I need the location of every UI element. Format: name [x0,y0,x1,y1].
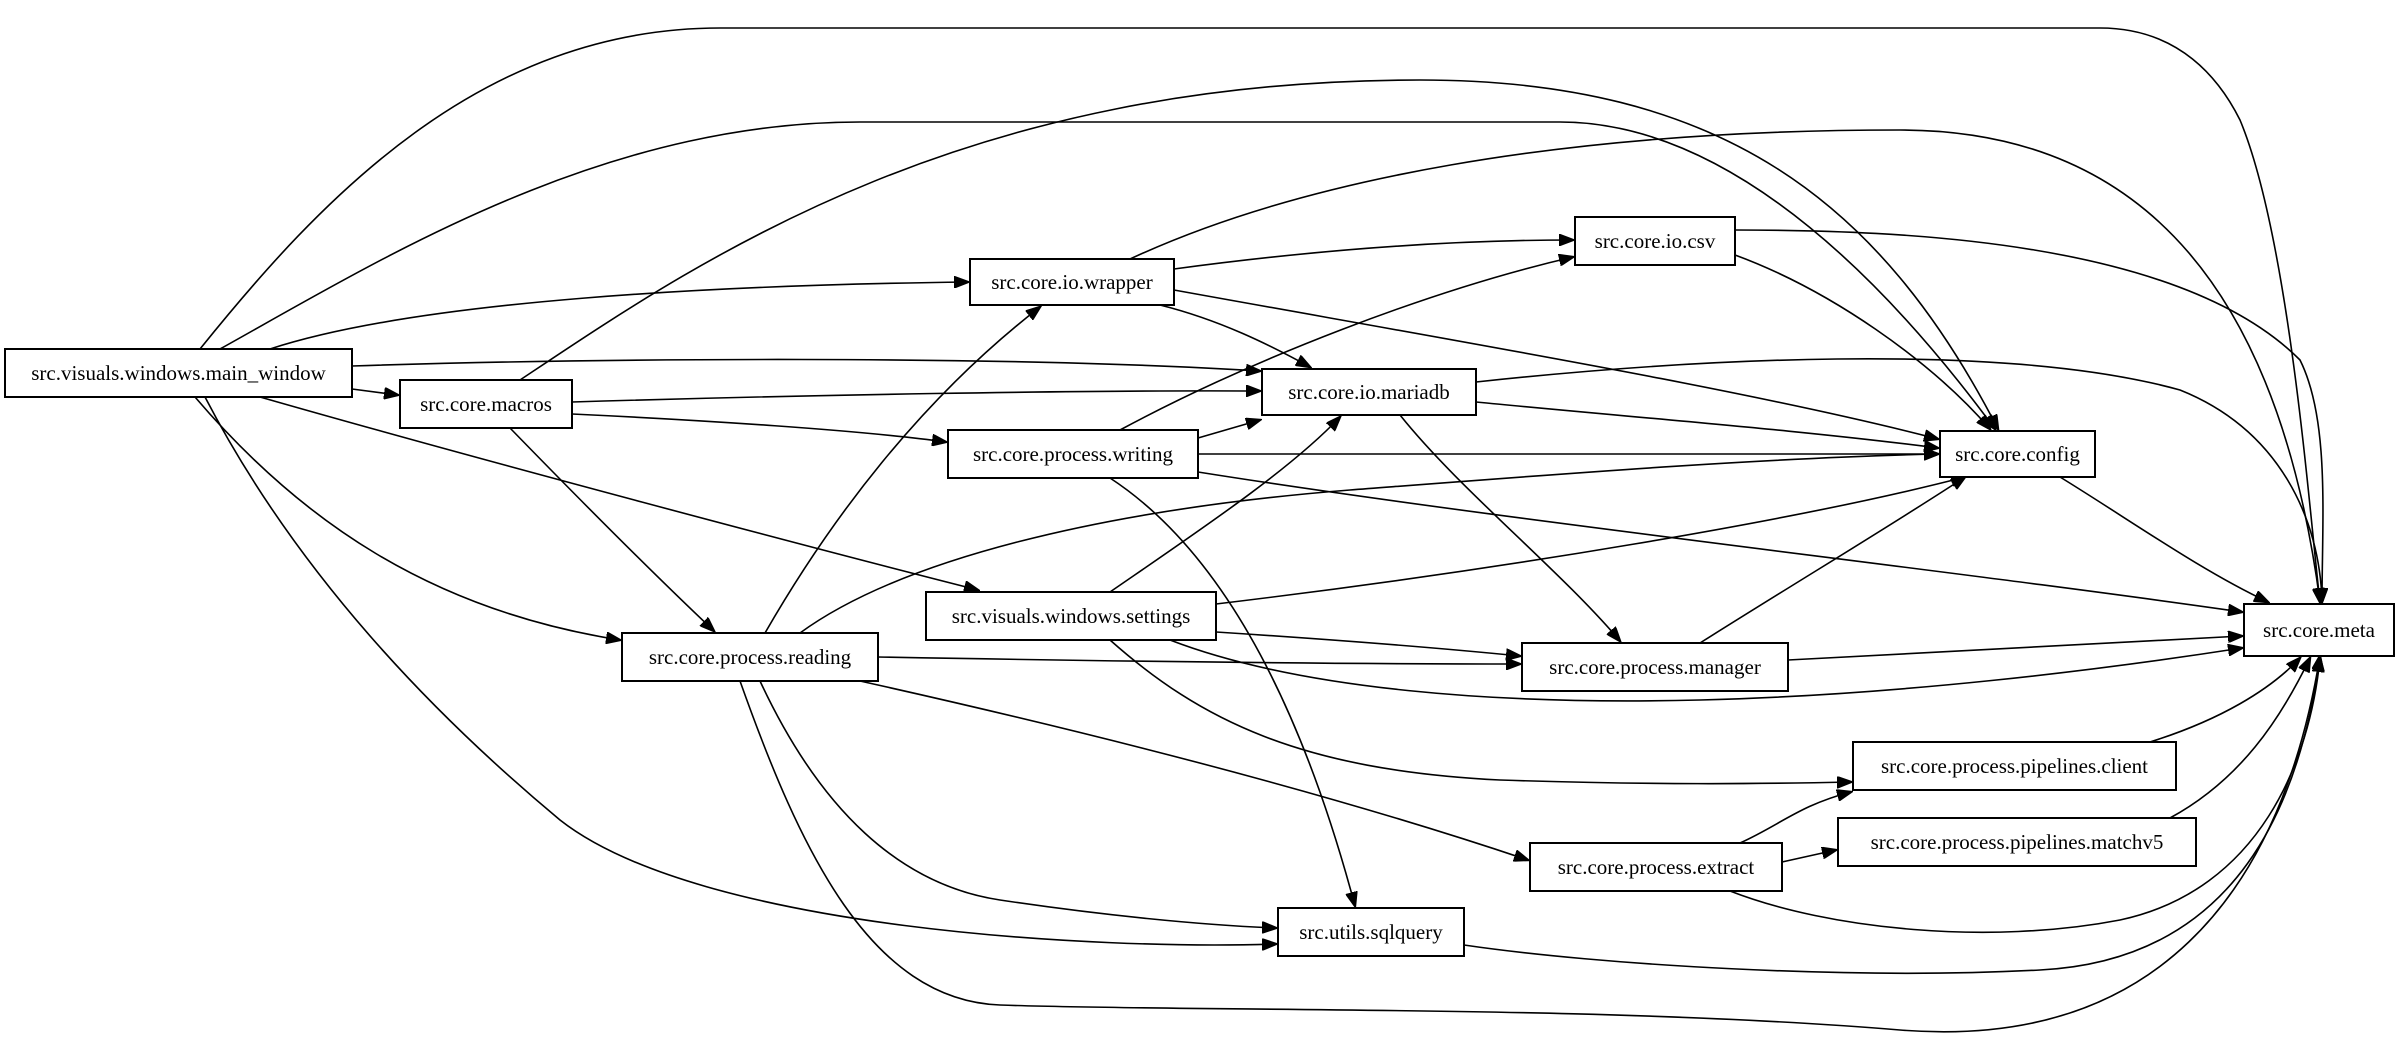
node-mariadb: src.core.io.mariadb [1261,368,1477,416]
edge-manager-to-config [1699,477,1965,644]
edge-main_window-to-macros [351,389,398,395]
node-box [1261,368,1477,416]
edge-settings-to-config [1215,477,1965,605]
edge-reading-to-sqlquery [759,680,1276,928]
edge-settings-to-manager [1215,631,1520,656]
edge-macros-to-mariadb [571,391,1260,403]
node-box [4,348,353,398]
node-box [925,591,1217,641]
node-settings: src.visuals.windows.settings [925,591,1217,641]
node-client: src.core.process.pipelines.client [1852,741,2177,791]
edge-main_window-to-config [219,121,1995,429]
node-label: src.core.io.mariadb [1288,380,1450,404]
edge-main_window-to-wrapper [269,282,968,350]
edge-extract-to-matchv5 [1781,850,1836,863]
node-label: src.core.process.reading [649,645,852,669]
edge-extract-to-client [1739,792,1851,844]
edge-main_window-to-mariadb [351,358,1260,371]
node-box [399,379,573,429]
node-box [1574,216,1736,266]
node-label: src.core.macros [420,392,552,416]
edge-writing-to-meta [1197,471,2242,612]
node-box [1529,842,1783,892]
edge-wrapper-to-config [1173,289,1938,439]
edge-reading-to-extract [859,680,1528,860]
node-box [1277,907,1465,957]
node-box [621,632,879,682]
edge-config-to-meta [2059,476,2268,602]
node-box [1521,642,1789,692]
node-csv: src.core.io.csv [1574,216,1736,266]
edge-matchv5-to-meta [2169,658,2310,819]
node-box [2243,603,2395,657]
edge-writing-to-sqlquery [1109,477,1355,906]
node-label: src.core.config [1955,442,2080,466]
node-box [1852,741,2177,791]
edge-main_window-to-settings [259,396,978,590]
edge-reading-to-config [799,454,1938,634]
edge-mariadb-to-manager [1399,414,1620,641]
edge-main_window-to-meta [199,27,2320,602]
node-box [969,258,1175,306]
node-label: src.utils.sqlquery [1299,920,1443,944]
node-label: src.visuals.windows.settings [952,604,1191,628]
node-extract: src.core.process.extract [1529,842,1783,892]
edge-writing-to-csv [1119,257,1573,431]
edge-mariadb-to-config [1475,401,1938,448]
edge-sqlquery-to-meta [1463,658,2320,974]
edge-macros-to-reading [509,427,714,631]
edge-mariadb-to-meta [1475,358,2322,602]
node-label: src.core.process.manager [1549,655,1761,679]
edge-wrapper-to-csv [1173,240,1573,270]
edge-reading-to-meta [739,656,2320,1033]
edge-settings-to-meta [1169,639,2242,702]
edge-macros-to-config [519,79,1998,429]
node-label: src.visuals.windows.main_window [31,361,326,385]
edge-reading-to-manager [877,656,1520,664]
node-label: src.core.process.pipelines.client [1881,754,2148,778]
node-wrapper: src.core.io.wrapper [969,258,1175,306]
edge-wrapper-to-meta [1129,129,2320,602]
node-label: src.core.process.writing [973,442,1174,466]
node-main_window: src.visuals.windows.main_window [4,348,353,398]
node-label: src.core.process.extract [1558,855,1755,879]
edge-reading-to-wrapper [764,307,1040,634]
edges [194,27,2323,1033]
node-label: src.core.io.csv [1595,229,1716,253]
node-manager: src.core.process.manager [1521,642,1789,692]
node-label: src.core.io.wrapper [991,270,1153,294]
node-box [1939,430,2096,478]
node-box [1837,817,2197,867]
edge-main_window-to-sqlquery [204,396,1276,945]
node-config: src.core.config [1939,430,2096,478]
edge-settings-to-client [1109,639,1851,784]
node-sqlquery: src.utils.sqlquery [1277,907,1465,957]
edge-main_window-to-reading [194,396,620,640]
nodes: src.visuals.windows.main_window src.core.… [4,216,2395,957]
node-writing: src.core.process.writing [947,429,1199,479]
edge-client-to-meta [2149,658,2300,743]
edge-wrapper-to-mariadb [1159,304,1310,367]
edge-writing-to-mariadb [1197,420,1260,439]
node-label: src.core.process.pipelines.matchv5 [1871,830,2164,854]
node-label: src.core.meta [2263,618,2376,642]
edge-csv-to-meta [1734,229,2323,602]
node-box [947,429,1199,479]
edge-csv-to-config [1734,254,1990,429]
node-macros: src.core.macros [399,379,573,429]
edge-extract-to-meta [1729,658,2320,934]
edge-macros-to-writing [571,413,946,442]
edge-manager-to-meta [1787,636,2242,661]
node-matchv5: src.core.process.pipelines.matchv5 [1837,817,2197,867]
node-reading: src.core.process.reading [621,632,879,682]
node-meta: src.core.meta [2243,603,2395,657]
